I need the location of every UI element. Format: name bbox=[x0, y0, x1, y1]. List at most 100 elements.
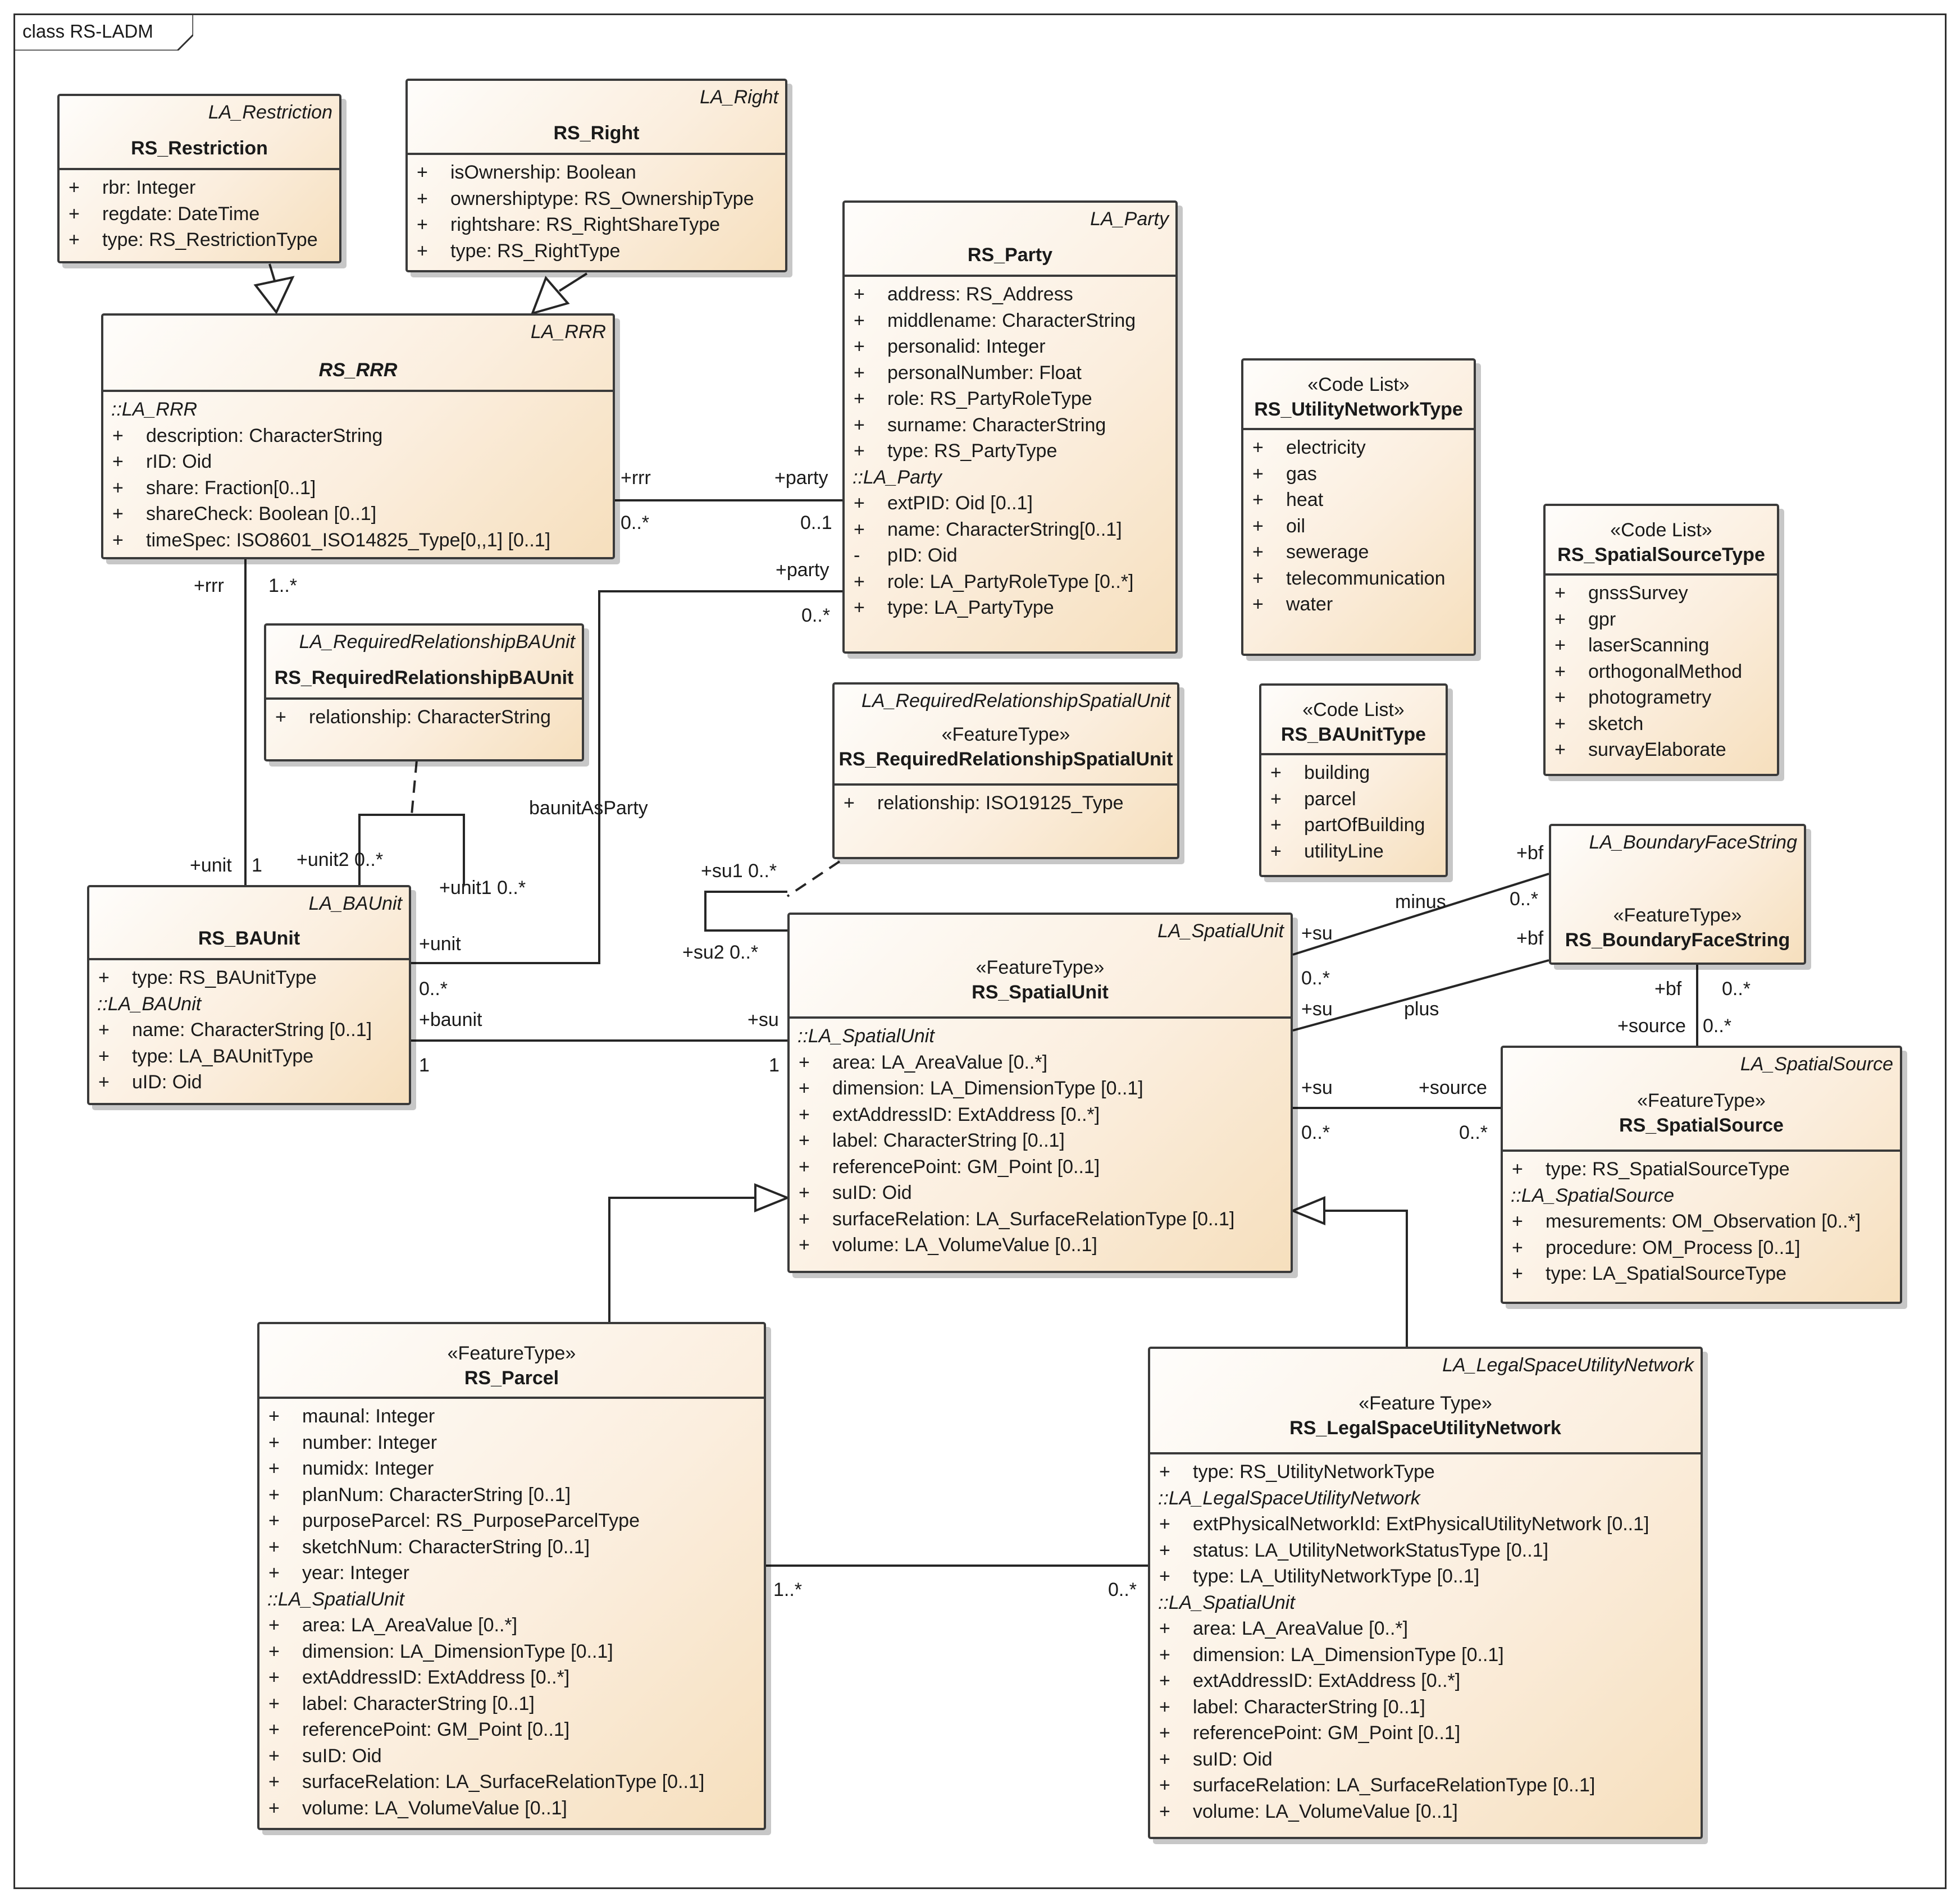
attribute-text: dimension: LA_DimensionType [0..1] bbox=[832, 1078, 1143, 1099]
attribute-type: +type: LA_BAUnitType bbox=[89, 1043, 409, 1070]
class-rs-spatial-source[interactable]: LA_SpatialSource«FeatureType»RS_SpatialS… bbox=[1501, 1046, 1902, 1304]
attribute-text: photogrametry bbox=[1588, 687, 1712, 708]
attribute-suid: +suID: Oid bbox=[1150, 1746, 1701, 1773]
class-rs-legal-space-utility-network[interactable]: LA_LegalSpaceUtilityNetwork«Feature Type… bbox=[1148, 1347, 1703, 1839]
attribute-gpr: +gpr bbox=[1546, 606, 1777, 633]
class-rs-boundary-face-string[interactable]: LA_BoundaryFaceString«FeatureType»RS_Bou… bbox=[1549, 824, 1806, 965]
attribute-building: +building bbox=[1261, 760, 1446, 786]
visibility-marker: + bbox=[1555, 608, 1566, 630]
attribute-type: +type: RS_UtilityNetworkType bbox=[1150, 1459, 1701, 1485]
attribute-text: referencePoint: GM_Point [0..1] bbox=[302, 1719, 570, 1740]
association-class-link-spatialunit bbox=[786, 860, 841, 897]
attribute-status: +status: LA_UtilityNetworkStatusType [0.… bbox=[1150, 1538, 1701, 1564]
class-rs-baunit-type[interactable]: «Code List»RS_BAUnitType+building+parcel… bbox=[1259, 683, 1448, 877]
group-label-text: ::LA_SpatialUnit bbox=[1158, 1591, 1295, 1613]
attribute-text: electricity bbox=[1286, 437, 1366, 458]
attribute-volume: +volume: LA_VolumeValue [0..1] bbox=[790, 1232, 1291, 1258]
multiplicity-label: 1..* bbox=[268, 575, 298, 596]
visibility-marker: + bbox=[1270, 814, 1282, 836]
attribute-text: survayElaborate bbox=[1588, 739, 1726, 760]
role-label: +bf bbox=[1654, 978, 1682, 1000]
visibility-marker: + bbox=[69, 229, 80, 250]
role-label: +su bbox=[747, 1009, 779, 1030]
attribute-text: mesurements: OM_Observation [0..*] bbox=[1546, 1211, 1861, 1232]
visibility-marker: + bbox=[268, 1693, 280, 1714]
attribute-middlename: +middlename: CharacterString bbox=[845, 308, 1175, 334]
visibility-marker: + bbox=[854, 284, 865, 305]
visibility-marker: + bbox=[417, 214, 428, 235]
visibility-marker: - bbox=[854, 545, 860, 566]
visibility-marker: + bbox=[1159, 1748, 1170, 1770]
attribute-text: surname: CharacterString bbox=[887, 414, 1106, 436]
visibility-marker: + bbox=[268, 1484, 280, 1506]
attribute-text: building bbox=[1304, 762, 1370, 783]
visibility-marker: + bbox=[1270, 840, 1282, 862]
visibility-marker: + bbox=[799, 1182, 810, 1203]
attribute-plannum: +planNum: CharacterString [0..1] bbox=[259, 1482, 764, 1508]
attribute-surfacerelation: +surfaceRelation: LA_SurfaceRelationType… bbox=[1150, 1772, 1701, 1799]
attribute-list: +electricity+gas+heat+oil+sewerage+telec… bbox=[1243, 430, 1474, 618]
attribute-text: gnssSurvey bbox=[1588, 582, 1688, 604]
stereotype-label: «FeatureType» bbox=[976, 957, 1105, 978]
visibility-marker: + bbox=[854, 388, 865, 409]
parent-class-label: LA_SpatialUnit bbox=[1157, 920, 1284, 942]
class-rs-spatial-unit[interactable]: LA_SpatialUnit «FeatureType» RS_SpatialUni… bbox=[787, 913, 1293, 1273]
attribute-type: +type: LA_PartyType bbox=[845, 595, 1175, 621]
attribute-dimension: +dimension: LA_DimensionType [0..1] bbox=[790, 1075, 1291, 1102]
class-name: RS_SpatialSource bbox=[1619, 1115, 1784, 1136]
visibility-marker: + bbox=[854, 518, 865, 540]
attribute-text: area: LA_AreaValue [0..*] bbox=[302, 1614, 518, 1636]
multiplicity-label: 0..* bbox=[1301, 1122, 1330, 1143]
attribute-volume: +volume: LA_VolumeValue [0..1] bbox=[259, 1795, 764, 1822]
attribute-area: +area: LA_AreaValue [0..*] bbox=[259, 1612, 764, 1639]
attribute-text: area: LA_AreaValue [0..*] bbox=[1193, 1618, 1409, 1639]
role-label: +su bbox=[1301, 998, 1333, 1020]
visibility-marker: + bbox=[1512, 1263, 1523, 1284]
class-rs-utility-network-type[interactable]: «Code List»RS_UtilityNetworkType+electri… bbox=[1241, 358, 1476, 656]
class-rs-required-relationship-spatial-unit[interactable]: LA_RequiredRelationshipSpatialUnit«Featu… bbox=[832, 682, 1179, 859]
visibility-marker: + bbox=[1555, 660, 1566, 682]
visibility-marker: + bbox=[854, 440, 865, 462]
class-name: RS_RequiredRelationshipSpatialUnit bbox=[838, 749, 1173, 770]
role-label: +unit bbox=[190, 855, 232, 876]
attribute-pid: -pID: Oid bbox=[845, 542, 1175, 569]
class-name: RS_SpatialUnit bbox=[972, 982, 1109, 1003]
role-label: +rrr bbox=[194, 575, 224, 596]
class-rs-spatial-source-type[interactable]: «Code List»RS_SpatialSourceType+gnssSurv… bbox=[1543, 504, 1779, 776]
parent-class-label: LA_SpatialSource bbox=[1740, 1053, 1893, 1075]
attribute-photogrametry: +photogrametry bbox=[1546, 685, 1777, 711]
class-name: RS_LegalSpaceUtilityNetwork bbox=[1289, 1417, 1561, 1439]
attribute-purposeparcel: +purposeParcel: RS_PurposeParcelType bbox=[259, 1508, 764, 1534]
association-name: minus bbox=[1395, 891, 1446, 913]
attribute-text: numidx: Integer bbox=[302, 1458, 434, 1479]
attribute-text: rbr: Integer bbox=[102, 177, 196, 198]
visibility-marker: + bbox=[112, 529, 124, 551]
parent-class-label: LA_RequiredRelationshipBAUnit bbox=[299, 631, 575, 653]
class-header: «Code List»RS_BAUnitType bbox=[1261, 686, 1446, 755]
attribute-text: type: RS_BAUnitType bbox=[132, 967, 317, 988]
association-name: plus bbox=[1404, 998, 1439, 1020]
visibility-marker: + bbox=[112, 477, 124, 499]
parent-class-label: LA_RequiredRelationshipSpatialUnit bbox=[861, 690, 1170, 711]
attribute-text: timeSpec: ISO8601_ISO14825_Type[0,,1] [0… bbox=[146, 529, 551, 551]
class-name: RS_SpatialSourceType bbox=[1557, 544, 1765, 565]
attribute-text: label: CharacterString [0..1] bbox=[1193, 1696, 1425, 1718]
attribute-utilityline: +utilityLine bbox=[1261, 838, 1446, 865]
visibility-marker: + bbox=[268, 1745, 280, 1767]
attribute-referencepoint: +referencePoint: GM_Point [0..1] bbox=[1150, 1720, 1701, 1746]
class-rs-parcel[interactable]: «FeatureType»RS_Parcel+maunal: Integer+n… bbox=[257, 1322, 766, 1830]
multiplicity-label: 0..* bbox=[1722, 978, 1751, 1000]
attribute-referencepoint: +referencePoint: GM_Point [0..1] bbox=[790, 1154, 1291, 1180]
attribute-list: +gnssSurvey+gpr+laserScanning+orthogonal… bbox=[1546, 576, 1777, 763]
visibility-marker: + bbox=[1159, 1539, 1170, 1561]
